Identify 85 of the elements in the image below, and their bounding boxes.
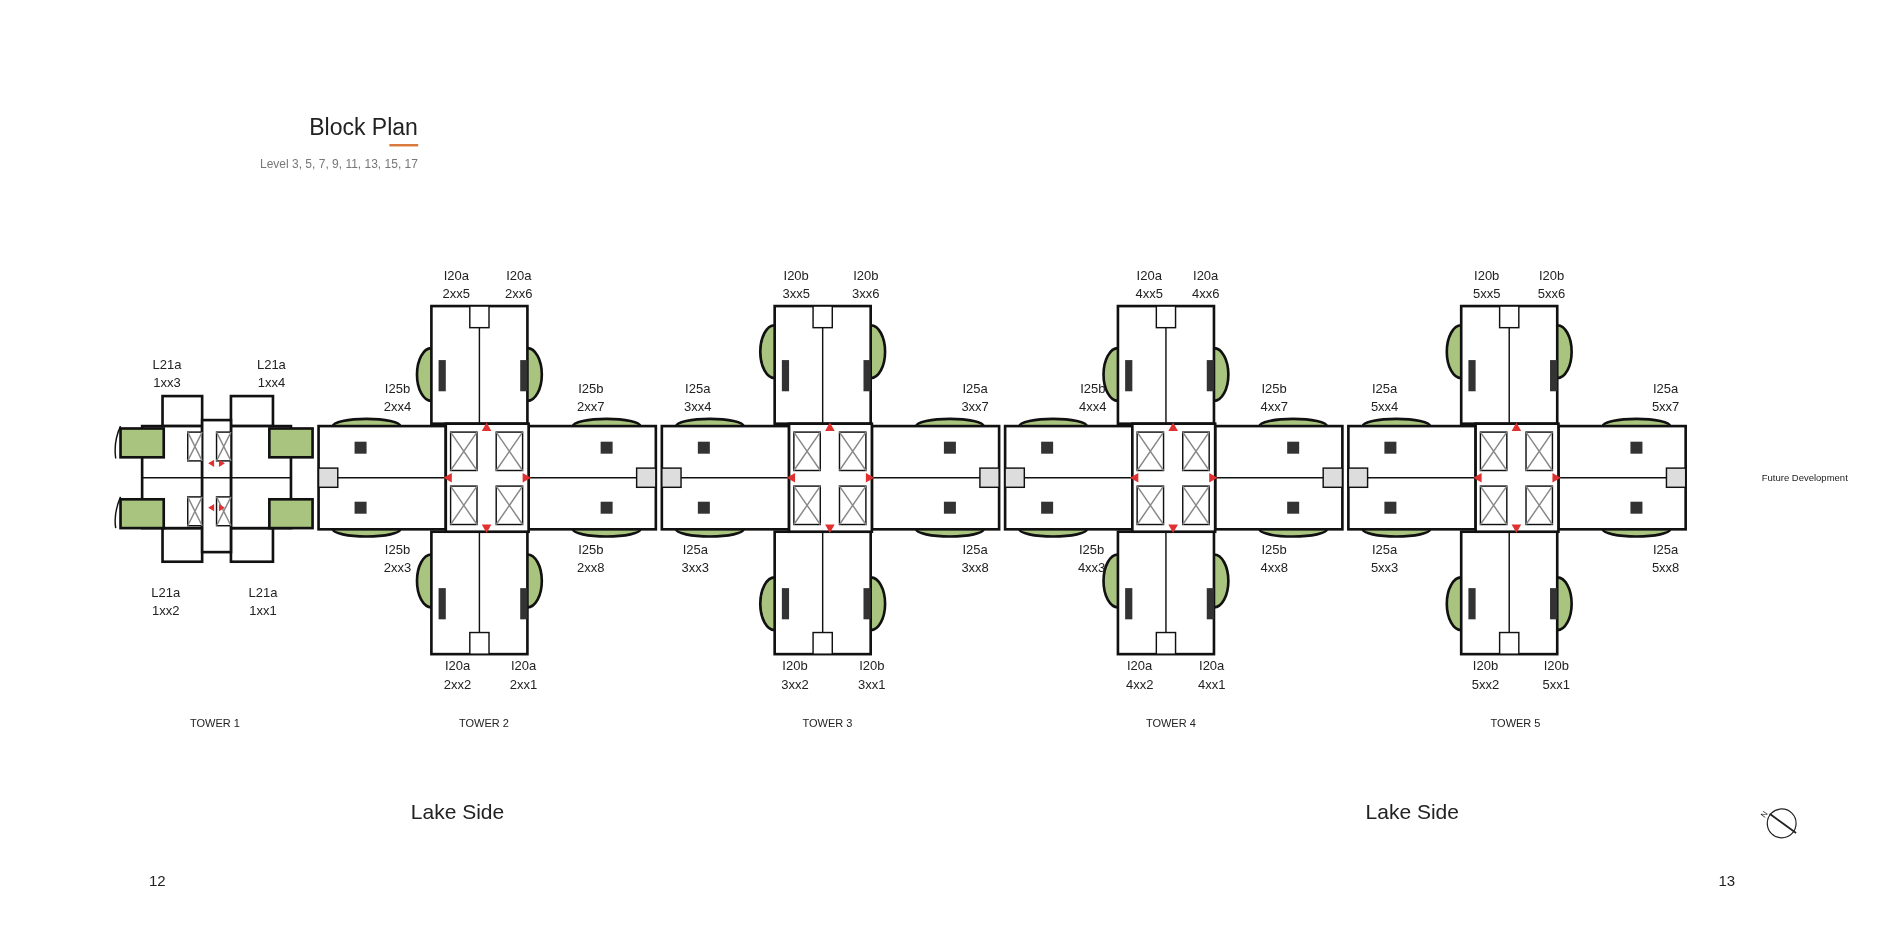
unit-label: I20a: [444, 659, 471, 674]
unit-label: 5xx2: [1471, 677, 1500, 692]
unit-label: I25b: [578, 381, 604, 397]
unit-label: 5xx3: [1370, 560, 1399, 576]
unit-label: I25a: [1652, 381, 1679, 397]
unit-label: 3xx7: [961, 399, 989, 415]
unit-label: I25a: [1371, 381, 1398, 397]
lake-side-label: Lake Side: [1365, 800, 1459, 824]
unit-label: L21a: [248, 586, 278, 601]
future-development-label: Future Development: [1761, 472, 1848, 484]
unit-label: I20b: [782, 659, 808, 674]
page-number: 12: [148, 873, 166, 890]
unit-label: I20a: [1199, 659, 1225, 674]
unit-label: 2xx1: [509, 677, 538, 692]
unit-label: I20b: [853, 269, 879, 284]
unit-label: 5xx5: [1472, 287, 1501, 302]
unit-label: I25b: [384, 542, 411, 558]
page-title: Block Plan: [309, 115, 418, 142]
unit-label: I20a: [1193, 269, 1219, 284]
unit-label: 2xx7: [577, 399, 605, 415]
unit-label: 3xx4: [684, 399, 712, 415]
unit-label: 4xx7: [1260, 399, 1288, 415]
tower-label: TOWER 1: [190, 716, 240, 729]
lake-side-label: Lake Side: [410, 800, 505, 824]
unit-label: 4xx6: [1191, 287, 1220, 302]
unit-label: 4xx4: [1079, 399, 1107, 415]
unit-label: 2xx8: [577, 560, 605, 576]
unit-label: I20b: [783, 269, 809, 284]
unit-label: 1xx1: [249, 604, 277, 619]
tower-label: TOWER 2: [459, 716, 509, 729]
unit-label: L21a: [151, 586, 181, 601]
unit-label: I25a: [962, 542, 988, 558]
unit-label: I20a: [443, 269, 469, 284]
unit-label: 5xx8: [1651, 560, 1680, 576]
tower-label: TOWER 5: [1490, 716, 1541, 729]
unit-label: I25a: [682, 542, 708, 558]
unit-label: 4xx2: [1125, 677, 1154, 692]
unit-label: I20a: [510, 659, 537, 674]
unit-label: I25a: [1371, 542, 1398, 558]
unit-label: I25b: [578, 542, 604, 558]
unit-label: 1xx3: [153, 375, 181, 391]
unit-label: 5xx4: [1370, 399, 1399, 415]
unit-label: I20a: [506, 269, 532, 284]
unit-label: 5xx7: [1651, 399, 1680, 415]
unit-label: I20b: [1538, 269, 1565, 284]
page-number: 13: [1718, 873, 1736, 890]
unit-label: I25a: [1652, 542, 1679, 558]
unit-label: I25a: [685, 381, 711, 397]
unit-label: 3xx2: [781, 677, 809, 692]
unit-label: 4xx1: [1197, 677, 1226, 692]
unit-label: I25b: [1261, 542, 1287, 558]
unit-label: 2xx3: [383, 560, 412, 576]
unit-label: I20b: [1472, 659, 1499, 674]
unit-label: I20a: [1127, 659, 1153, 674]
unit-label: 5xx6: [1537, 287, 1566, 302]
unit-label: 2xx6: [505, 287, 533, 302]
north-label: N: [1760, 810, 1771, 821]
unit-label: 1xx4: [257, 375, 286, 391]
unit-label: 4xx3: [1077, 560, 1106, 576]
unit-label: I25b: [1078, 542, 1105, 558]
unit-label: L21a: [256, 357, 286, 373]
unit-label: 4xx5: [1135, 287, 1163, 302]
unit-label: I25a: [962, 381, 988, 397]
unit-label: I20b: [1474, 269, 1500, 284]
unit-label: 2xx5: [442, 287, 471, 302]
unit-label: 3xx1: [858, 677, 886, 692]
tower-label: TOWER 3: [802, 716, 853, 729]
unit-label: 3xx3: [681, 560, 710, 576]
unit-label: I25b: [384, 381, 411, 397]
unit-label: 3xx5: [782, 287, 810, 302]
unit-label: I20b: [1543, 659, 1569, 674]
unit-label: 4xx8: [1260, 560, 1288, 576]
unit-label: 3xx8: [961, 560, 989, 576]
unit-label: 2xx4: [383, 399, 412, 415]
tower-label: TOWER 4: [1145, 716, 1196, 729]
unit-label: 2xx2: [443, 677, 472, 692]
unit-label: 1xx2: [152, 604, 180, 619]
unit-label: L21a: [152, 357, 182, 373]
unit-label: I20a: [1136, 269, 1162, 284]
level-subtitle: Level 3, 5, 7, 9, 11, 13, 15, 17: [260, 157, 418, 172]
unit-label: I25b: [1261, 381, 1287, 397]
unit-label: I25b: [1080, 381, 1106, 397]
unit-label: 5xx1: [1542, 677, 1571, 692]
unit-label: 3xx6: [852, 287, 880, 302]
unit-label: I20b: [859, 659, 885, 674]
